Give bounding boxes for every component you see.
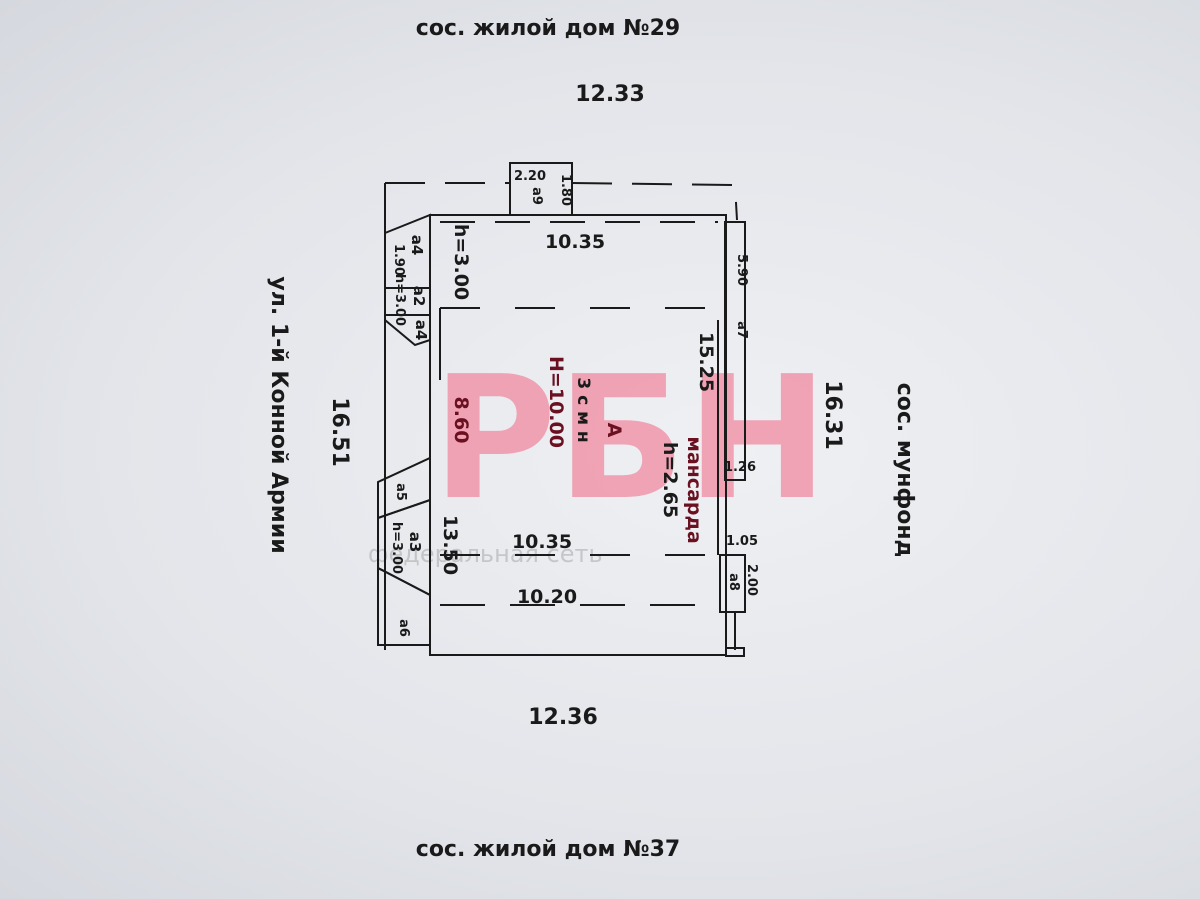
a9-width: 2.20 bbox=[514, 169, 546, 184]
a9-depth: 1.80 bbox=[558, 174, 573, 206]
building-floors: 3 с м н bbox=[573, 377, 593, 442]
annex-a8 bbox=[719, 554, 746, 613]
dim-bottom: 12.36 bbox=[528, 705, 598, 730]
attic-label: мансарда bbox=[683, 436, 705, 543]
a8-label: а8 bbox=[726, 573, 741, 591]
a4-bottom-label: а4 bbox=[412, 320, 430, 341]
a3-height: h=3.00 bbox=[389, 522, 404, 574]
attic-height: h=2.65 bbox=[659, 442, 681, 518]
building-letter: А bbox=[603, 423, 625, 438]
dim-right-small-1: 1.26 bbox=[724, 460, 756, 475]
a6-label: а6 bbox=[396, 619, 411, 637]
a7-label: а7 bbox=[734, 321, 749, 339]
dim-left-middle: 8.60 bbox=[450, 397, 472, 444]
dim-right-long: 15.25 bbox=[695, 332, 717, 392]
annex-a6 bbox=[377, 566, 431, 646]
dim-right: 16.31 bbox=[820, 380, 845, 450]
a2-label: а2 bbox=[410, 286, 428, 307]
annex-a4-a2 bbox=[384, 213, 431, 347]
a8-depth: 2.00 bbox=[744, 564, 759, 596]
dim-top-width: 10.35 bbox=[545, 231, 605, 253]
a7-depth: 5.90 bbox=[734, 254, 749, 286]
annex-a7 bbox=[724, 221, 746, 481]
dim-bottom-width: 10.20 bbox=[517, 586, 577, 608]
a5-label: а5 bbox=[393, 483, 408, 501]
a4-top-label: а4 bbox=[408, 235, 426, 256]
watermark-logo: РБН bbox=[432, 340, 828, 538]
dim-left: 16.51 bbox=[327, 397, 352, 467]
neighbor-right: сос. мунфонд bbox=[892, 383, 917, 558]
neighbor-bottom: сос. жилой дом №37 bbox=[416, 837, 680, 862]
a2-height: h=3.00 bbox=[392, 274, 407, 326]
a4-top-depth: 1.90 bbox=[391, 244, 406, 276]
dim-right-small-2: 1.05 bbox=[726, 534, 758, 549]
dim-top-h: h=3.00 bbox=[450, 224, 472, 300]
plan-lines bbox=[377, 162, 746, 657]
dim-left-lower: 13.50 bbox=[439, 515, 461, 575]
street-left: ул. 1-й Конной Армии bbox=[266, 276, 291, 553]
building-height: H=10.00 bbox=[545, 356, 567, 448]
a9-label: а9 bbox=[529, 187, 544, 205]
watermark-tagline: федеральная сеть bbox=[368, 540, 603, 568]
dim-lower-width: 10.35 bbox=[512, 531, 572, 553]
a3-label: а3 bbox=[406, 532, 424, 553]
neighbor-top: сос. жилой дом №29 bbox=[416, 16, 680, 41]
dim-top: 12.33 bbox=[575, 82, 645, 107]
